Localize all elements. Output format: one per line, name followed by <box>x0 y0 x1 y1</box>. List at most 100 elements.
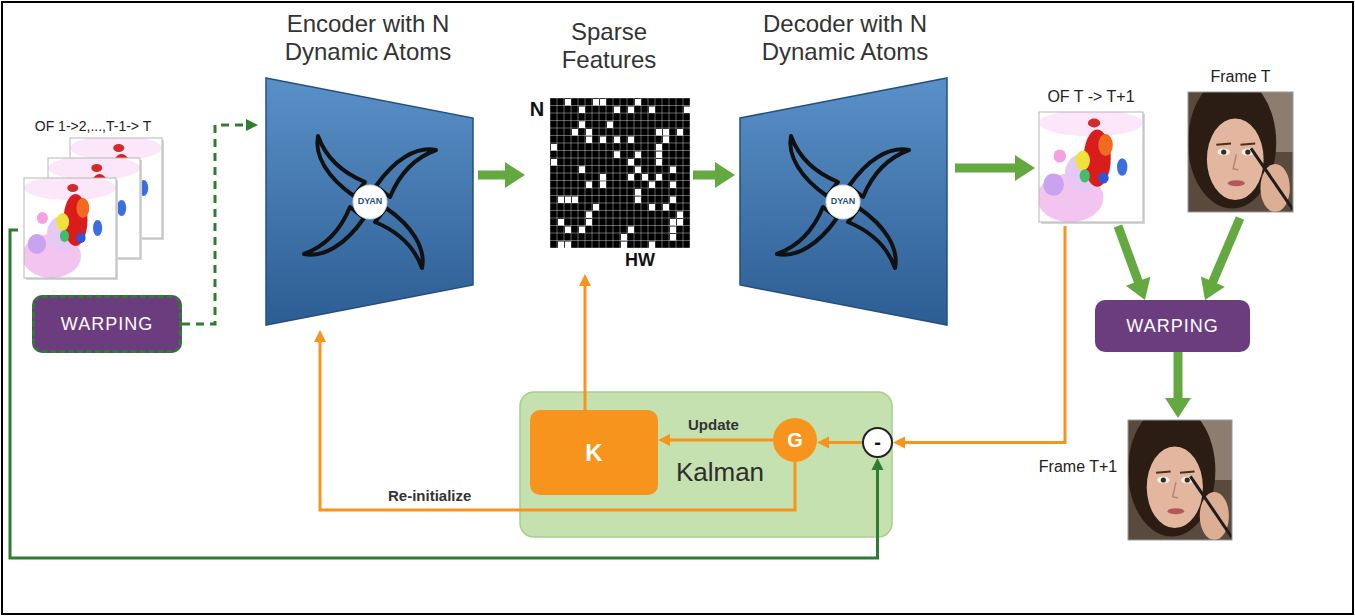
text-slot: K <box>530 410 658 495</box>
warping-label: WARPING <box>1126 316 1218 337</box>
image-caption: Frame T <box>1183 68 1298 86</box>
text-slot: OF 1->2,...,T-1-> T <box>18 118 168 134</box>
flow-blob <box>76 233 85 243</box>
connector-line <box>693 171 718 180</box>
active-feature <box>565 99 571 106</box>
active-feature <box>670 167 676 174</box>
node-art <box>18 118 168 283</box>
active-feature <box>656 159 662 166</box>
active-feature <box>621 234 627 241</box>
connector-line <box>1174 352 1183 401</box>
feature-grid <box>550 98 690 248</box>
axis-label: HW <box>615 250 665 271</box>
brow <box>1180 472 1195 473</box>
active-feature <box>586 219 592 226</box>
connector-line <box>584 284 587 410</box>
active-feature <box>579 227 585 234</box>
text-slot: WARPING <box>35 298 179 350</box>
face <box>1147 446 1203 528</box>
connector <box>182 119 258 324</box>
active-feature <box>565 227 571 234</box>
active-feature <box>628 137 634 144</box>
kalman-panel <box>520 392 892 537</box>
kalman-label: Kalman <box>655 458 785 488</box>
image-caption: OF 1->2,...,T-1-> T <box>18 118 168 134</box>
grid-line <box>550 240 690 241</box>
arrowhead <box>872 458 884 470</box>
text-slot: Kalman <box>655 458 785 488</box>
active-feature <box>551 144 557 151</box>
active-feature <box>649 107 655 114</box>
nose <box>1173 482 1178 498</box>
active-feature <box>586 182 592 189</box>
active-feature <box>635 197 641 204</box>
block-heading: Decoder with N Dynamic Atoms <box>735 10 955 65</box>
flow-blob <box>56 213 69 231</box>
connector-line <box>668 439 773 442</box>
connector <box>579 274 591 410</box>
logo-arm <box>375 208 423 268</box>
logo-text: DYAN <box>823 196 863 206</box>
connector-line <box>1212 218 1240 284</box>
clipped-picture <box>1128 420 1232 540</box>
axis-label: N <box>527 98 547 121</box>
text-slot: DYAN <box>350 196 390 206</box>
brow <box>1156 472 1171 473</box>
active-feature <box>684 107 690 114</box>
active-feature <box>600 182 606 189</box>
active-feature <box>614 152 620 159</box>
text-slot: Decoder with N Dynamic Atoms <box>735 10 955 65</box>
warping-box: WARPING <box>32 295 182 353</box>
connector-line <box>1118 226 1139 284</box>
flow-blob <box>28 234 46 254</box>
active-feature <box>677 129 683 136</box>
active-feature <box>586 137 592 144</box>
eye <box>1157 476 1169 483</box>
node-art <box>1030 418 1235 543</box>
arrowhead <box>1165 398 1191 418</box>
node-art <box>1035 88 1147 226</box>
dyan-logo <box>304 136 436 268</box>
connector <box>693 162 735 188</box>
active-feature <box>635 99 641 106</box>
active-feature <box>572 197 578 204</box>
text-slot: Frame T <box>1183 68 1298 86</box>
clipped-picture <box>1188 92 1293 212</box>
gate-circle: G <box>773 418 817 462</box>
text-slot: WARPING <box>1095 300 1250 352</box>
active-feature <box>656 174 662 181</box>
active-feature <box>635 167 641 174</box>
active-feature <box>579 107 585 114</box>
flow-blob <box>1043 174 1064 196</box>
block-heading: Sparse Features <box>525 18 693 73</box>
active-feature <box>642 174 648 181</box>
connector <box>1118 226 1150 300</box>
flow-blob <box>113 144 124 152</box>
warping-label: WARPING <box>61 314 153 335</box>
active-feature <box>614 137 620 144</box>
pencil <box>1251 148 1293 209</box>
photo-frame <box>1188 92 1293 212</box>
active-feature <box>607 122 613 129</box>
active-feature <box>586 129 592 136</box>
logo-arm <box>790 136 838 196</box>
grid-line <box>690 98 691 248</box>
active-feature <box>628 159 634 166</box>
active-feature <box>565 197 571 204</box>
flow-blob <box>67 184 78 192</box>
difference-circle: - <box>862 427 893 458</box>
active-feature <box>593 204 599 211</box>
active-feature <box>649 204 655 211</box>
active-feature <box>649 182 655 189</box>
active-feature <box>663 137 669 144</box>
arrowhead <box>1201 277 1225 300</box>
text-slot: OF T -> T+1 <box>1035 88 1147 106</box>
connector-line <box>827 441 862 444</box>
active-feature <box>579 167 585 174</box>
connector <box>1165 352 1191 418</box>
dyan-logo <box>777 136 909 268</box>
flow-blob <box>1075 151 1090 171</box>
text-slot: N <box>527 98 547 121</box>
active-feature <box>656 152 662 159</box>
